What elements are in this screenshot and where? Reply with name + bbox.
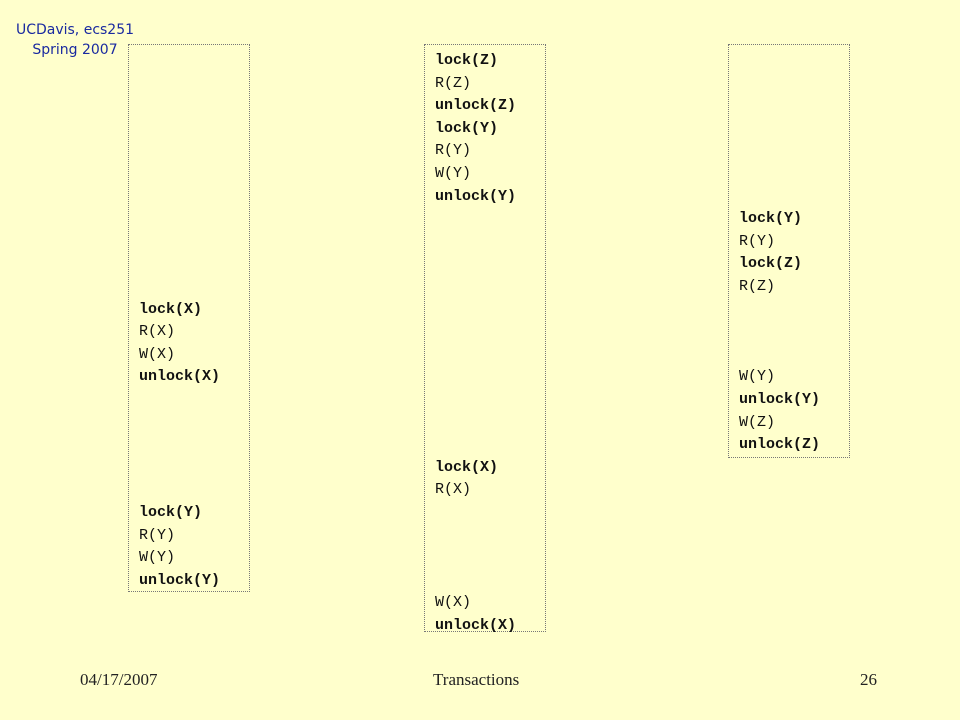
- transaction-1-op: R(Y): [139, 526, 176, 544]
- transaction-2-op: unlock(Z): [435, 97, 517, 115]
- transaction-2-op: unlock(Y): [435, 187, 517, 205]
- transaction-2-op: W(X): [435, 594, 472, 612]
- transaction-2-op: W(Y): [435, 165, 472, 182]
- transaction-1-op: unlock(Y): [139, 571, 221, 589]
- transaction-2-op: lock(Y): [435, 119, 499, 137]
- course-term: Spring 2007: [32, 42, 118, 58]
- transaction-3-column: lock(Y) R(Y) lock(Z) R(Z) W(Y) unlock(Y) W(Z) u…: [728, 44, 850, 458]
- transaction-3-op: R(Z): [739, 278, 776, 295]
- course-name: UCDavis, ecs251: [15, 22, 135, 38]
- transaction-3-op: W(Y): [739, 368, 776, 386]
- transaction-3-op: lock(Z): [739, 255, 803, 273]
- transaction-2-column: lock(Z) R(Z) unlock(Z) lock(Y) R(Y) W(Y) unloc…: [424, 44, 546, 634]
- transaction-1-op: W(X): [139, 345, 176, 363]
- transaction-1-op: unlock(X): [139, 368, 221, 386]
- transaction-2-op: lock(X): [435, 458, 499, 476]
- transaction-1-op: lock(X): [139, 300, 203, 318]
- footer-date: 04/17/2007: [80, 670, 158, 689]
- transaction-3-op: R(Y): [739, 232, 776, 250]
- transaction-2-op: lock(Z): [435, 52, 499, 69]
- transaction-3-op: W(Z): [739, 413, 776, 431]
- transaction-2-op: R(Y): [435, 142, 472, 160]
- transaction-3-op: unlock(Z): [739, 436, 821, 454]
- transaction-1-op: lock(Y): [139, 504, 203, 521]
- transaction-3-op: unlock(Y): [739, 391, 821, 408]
- transaction-2-op: unlock(X): [435, 617, 517, 634]
- course-label: UCDavis, ecs251 Spring 2007: [0, 20, 150, 60]
- transaction-2-op: R(X): [435, 481, 472, 499]
- footer-title: Transactions: [433, 670, 520, 689]
- footer-page-number: 26: [860, 670, 877, 689]
- transaction-2-op: R(Z): [435, 74, 472, 92]
- transaction-3-op: lock(Y): [739, 210, 803, 228]
- transaction-1-op: W(Y): [139, 549, 176, 567]
- transaction-1-op: R(X): [139, 323, 176, 341]
- transaction-1-column: lock(X) R(X) W(X) unlock(X) lock(Y) R(Y) W(Y) u…: [128, 44, 250, 592]
